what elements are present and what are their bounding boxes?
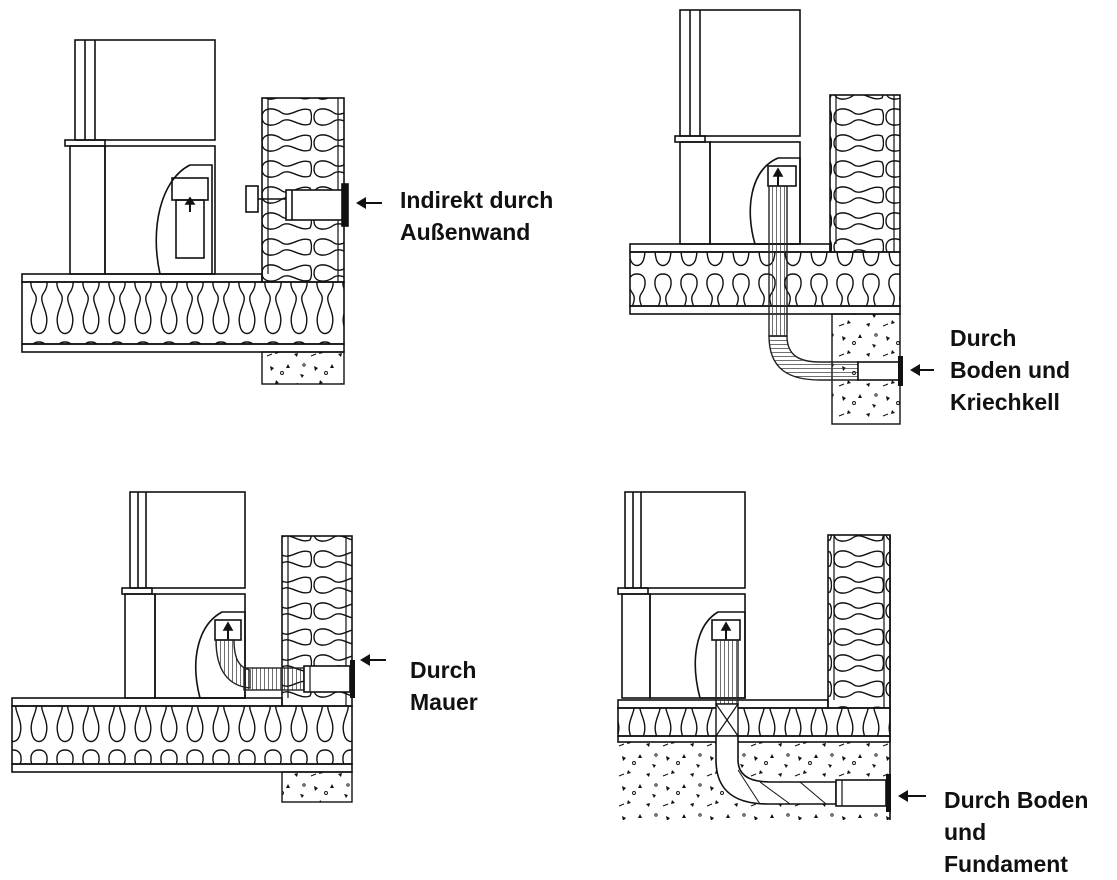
panel-floor-crawlspace [629, 9, 934, 425]
label-line: Indirekt durch [400, 187, 554, 213]
exterior-wall [829, 94, 901, 253]
installation-diagram [11, 9, 934, 820]
label-line: Durch [950, 325, 1017, 351]
label-line: und [944, 819, 987, 845]
rigid-duct [715, 639, 891, 812]
panel-through-wall [11, 491, 386, 803]
label-line: Mauer [410, 689, 478, 715]
flexible-hose [768, 185, 903, 386]
floor-insulated [629, 243, 901, 315]
label-line: Kriechkell [950, 389, 1060, 415]
label-through-wall: Durch Mauer [410, 654, 478, 718]
foundation-gravel [281, 771, 353, 803]
floor-insulated [11, 697, 353, 773]
arrow-icon [360, 654, 386, 666]
vent-pipe [245, 183, 349, 227]
floor-insulated [21, 273, 345, 353]
arrow-icon [910, 364, 934, 376]
flexible-hose [215, 639, 355, 698]
exterior-wall [827, 534, 891, 709]
arrow-icon [898, 790, 926, 802]
label-line: Boden und [950, 357, 1071, 383]
panel-indirect-wall [21, 39, 382, 385]
label-floor-foundation: Durch Boden und Fundament [944, 784, 1088, 880]
dryer-appliance [617, 491, 746, 699]
foundation-gravel [261, 351, 345, 385]
label-line: Durch Boden [944, 787, 1089, 813]
arrow-icon [356, 197, 382, 209]
label-line: Außenwand [400, 219, 531, 245]
label-floor-crawlspace: Durch Boden und Kriechkell [950, 322, 1070, 418]
panel-floor-foundation [617, 491, 926, 820]
label-line: Fundament [944, 851, 1068, 877]
label-line: Durch [410, 657, 477, 683]
label-indirect-wall: Indirekt durch Außenwand [400, 184, 553, 248]
dryer-appliance [64, 39, 216, 275]
